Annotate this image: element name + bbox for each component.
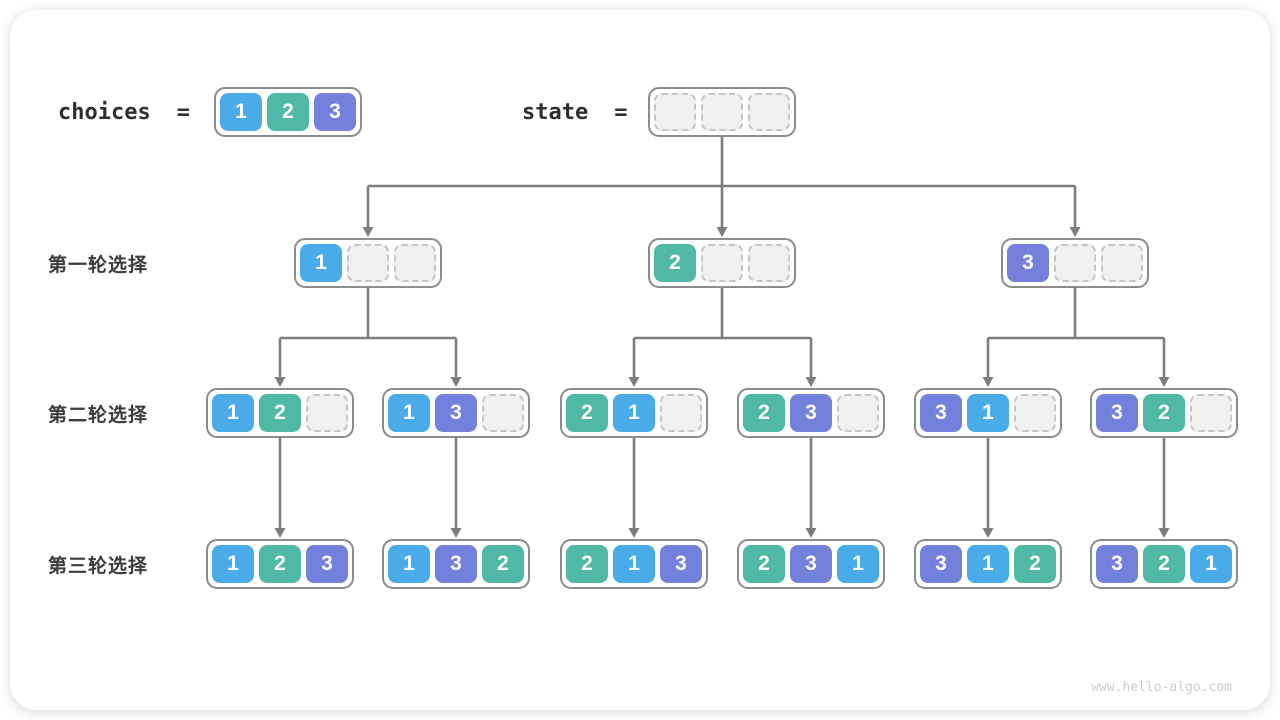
arrowhead (982, 528, 994, 538)
empty-cell (837, 394, 879, 432)
value-cell-2: 2 (259, 545, 301, 583)
round-3-label: 第三轮选择 (48, 555, 149, 577)
permutation-node-r1-0: 1 (294, 238, 442, 288)
value-cell-3: 3 (314, 93, 356, 131)
value-cell-2: 2 (566, 394, 608, 432)
value-cell-2: 2 (566, 545, 608, 583)
empty-cell (482, 394, 524, 432)
value-cell-3: 3 (790, 394, 832, 432)
value-cell-2: 2 (743, 545, 785, 583)
value-cell-1: 1 (967, 394, 1009, 432)
arrowhead (274, 528, 286, 538)
empty-cell (1014, 394, 1056, 432)
arrowhead (628, 377, 640, 387)
value-cell-1: 1 (300, 244, 342, 282)
value-cell-3: 3 (306, 545, 348, 583)
value-cell-3: 3 (660, 545, 702, 583)
value-cell-2: 2 (267, 93, 309, 131)
state-node (648, 87, 796, 137)
arrowhead (1069, 227, 1081, 237)
empty-cell (347, 244, 389, 282)
empty-cell (701, 93, 743, 131)
value-cell-1: 1 (967, 545, 1009, 583)
arrowhead (628, 528, 640, 538)
empty-cell (654, 93, 696, 131)
empty-cell (306, 394, 348, 432)
arrowhead (716, 227, 728, 237)
choices-equals-sign: = (176, 99, 190, 125)
value-cell-3: 3 (435, 394, 477, 432)
value-cell-2: 2 (654, 244, 696, 282)
empty-cell (701, 244, 743, 282)
value-cell-2: 2 (259, 394, 301, 432)
state-label-group: state = (522, 87, 627, 137)
round-2-label: 第二轮选择 (48, 404, 149, 426)
value-cell-2: 2 (1014, 545, 1056, 583)
value-cell-2: 2 (1143, 545, 1185, 583)
value-cell-2: 2 (1143, 394, 1185, 432)
empty-cell (1101, 244, 1143, 282)
value-cell-1: 1 (388, 394, 430, 432)
arrowhead (274, 377, 286, 387)
permutation-node-r1-1: 2 (648, 238, 796, 288)
value-cell-3: 3 (1096, 545, 1138, 583)
round-1-label: 第一轮选择 (48, 254, 149, 276)
value-cell-3: 3 (790, 545, 832, 583)
value-cell-3: 3 (920, 545, 962, 583)
watermark: www.hello-algo.com (1091, 680, 1232, 695)
empty-cell (394, 244, 436, 282)
value-cell-3: 3 (435, 545, 477, 583)
value-cell-1: 1 (212, 394, 254, 432)
value-cell-3: 3 (1007, 244, 1049, 282)
arrowhead (1158, 377, 1170, 387)
state-equals-sign: = (614, 99, 628, 125)
arrowhead (805, 528, 817, 538)
value-cell-1: 1 (837, 545, 879, 583)
choices-label-group: choices = (58, 87, 190, 137)
value-cell-1: 1 (388, 545, 430, 583)
state-label: state (522, 99, 589, 125)
permutation-node-r1-2: 3 (1001, 238, 1149, 288)
value-cell-2: 2 (743, 394, 785, 432)
arrowhead (450, 377, 462, 387)
arrowhead (805, 377, 817, 387)
value-cell-1: 1 (613, 394, 655, 432)
empty-cell (1190, 394, 1232, 432)
value-cell-3: 3 (920, 394, 962, 432)
value-cell-3: 3 (1096, 394, 1138, 432)
empty-cell (1054, 244, 1096, 282)
empty-cell (660, 394, 702, 432)
empty-cell (748, 244, 790, 282)
arrowhead (1158, 528, 1170, 538)
value-cell-2: 2 (482, 545, 524, 583)
value-cell-1: 1 (212, 545, 254, 583)
choices-label: choices (58, 99, 151, 125)
value-cell-1: 1 (1190, 545, 1232, 583)
value-cell-1: 1 (613, 545, 655, 583)
arrowhead (982, 377, 994, 387)
value-cell-1: 1 (220, 93, 262, 131)
arrowhead (362, 227, 374, 237)
arrowhead (450, 528, 462, 538)
empty-cell (748, 93, 790, 131)
